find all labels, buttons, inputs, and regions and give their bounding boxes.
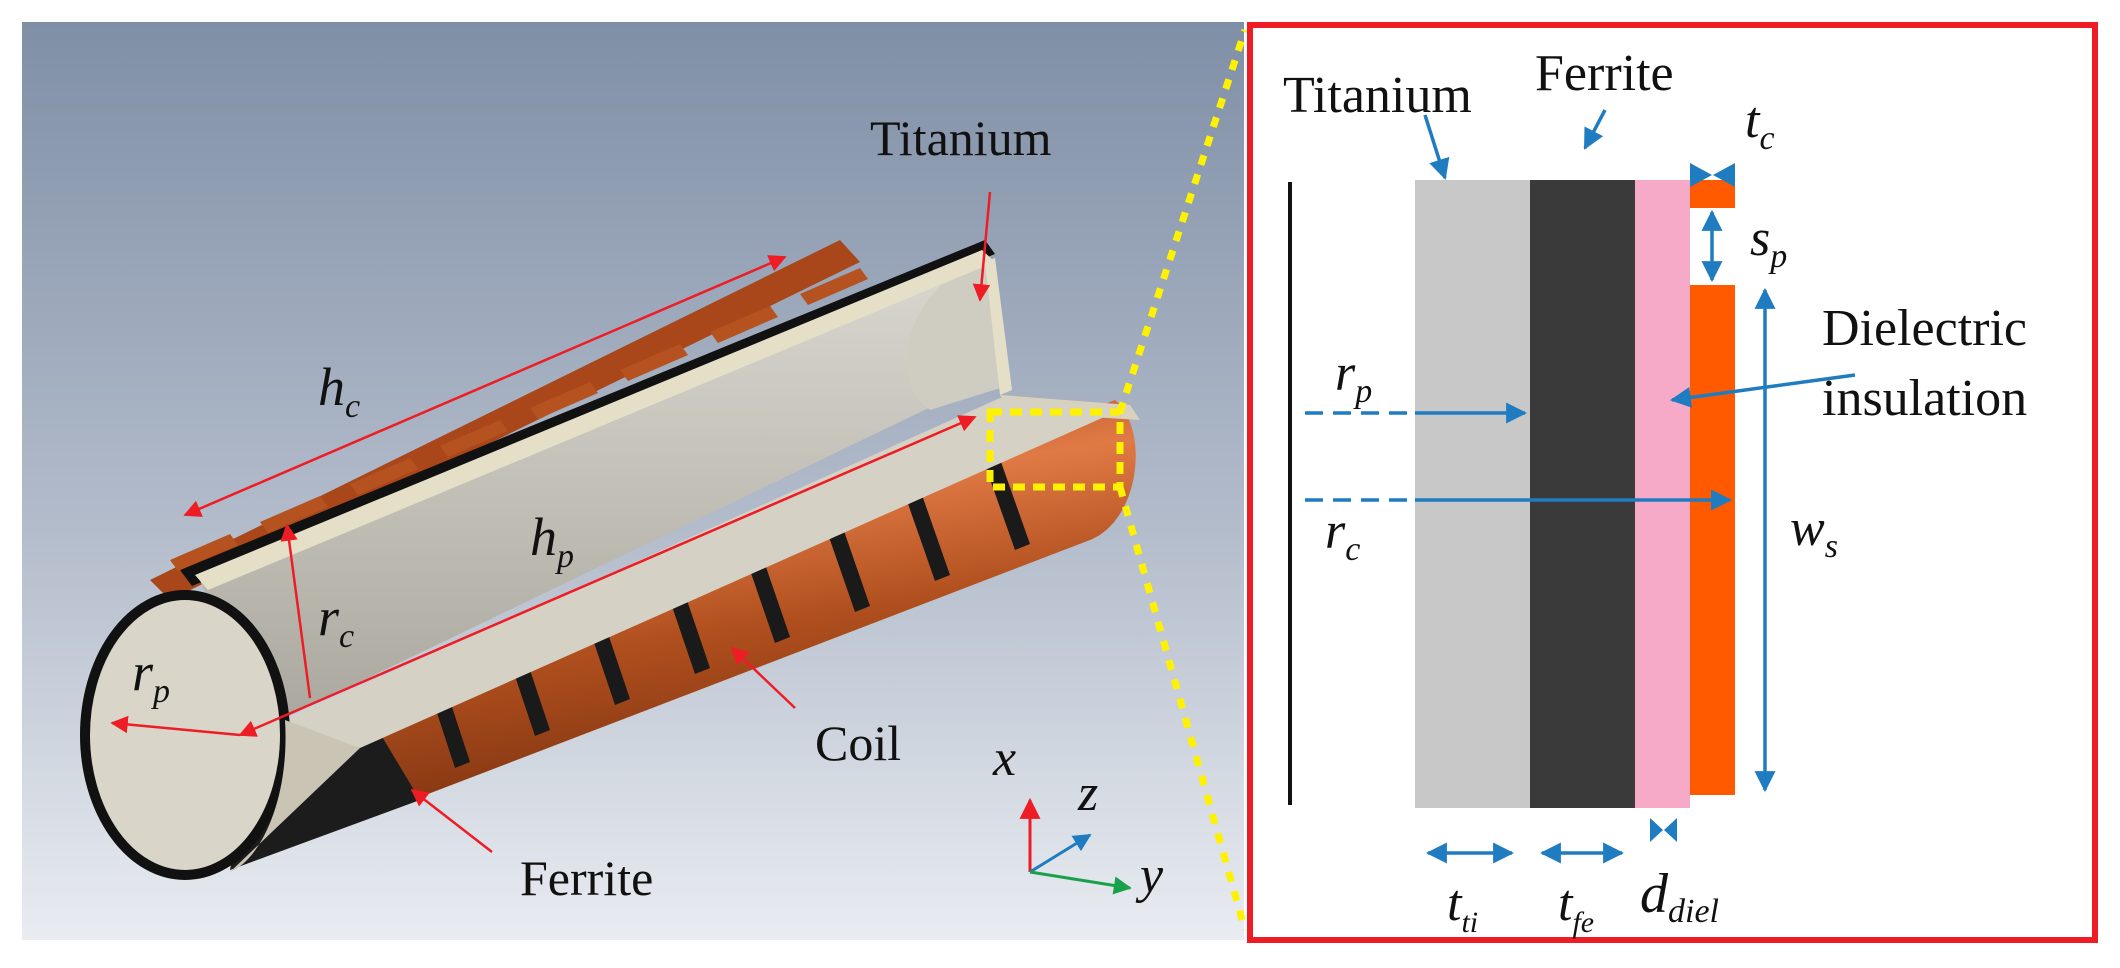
titanium-pointer: [972, 191, 992, 302]
dim-hc: hc: [318, 357, 360, 425]
layer-ferrite: [1530, 180, 1635, 808]
tc-marker: [1690, 163, 1735, 187]
left-panel: Titanium Coil Ferrite hc hp rc rp x z y: [22, 22, 1244, 940]
coil-pointer: [730, 646, 796, 709]
label-dielectric-2: insulation: [1822, 370, 2027, 427]
ferrite-pointer: [410, 788, 493, 853]
right-panel: Titanium Ferrite Dielectric insulation r…: [1247, 22, 2098, 943]
label-ferrite-left: Ferrite: [520, 850, 653, 906]
layer-titanium: [1415, 180, 1530, 808]
radius-arrows: [1305, 402, 1733, 511]
rp-arrow: [110, 715, 241, 737]
dim-rc: rc: [318, 587, 354, 655]
axis-z-label: z: [1077, 765, 1098, 822]
axis-y-label: y: [1135, 847, 1164, 904]
axis-z-line: [1029, 833, 1092, 874]
coil-turn-main: [1690, 285, 1735, 795]
label-titanium-right: Titanium: [1283, 67, 1472, 124]
titanium-pointer-right: [1423, 114, 1450, 181]
dim-rp-right: rp: [1335, 345, 1372, 410]
label-ferrite-right: Ferrite: [1535, 45, 1674, 102]
label-coil: Coil: [815, 715, 901, 771]
label-dielectric-1: Dielectric: [1822, 300, 2027, 357]
zoom-highlight-box: [986, 408, 1124, 491]
dim-tfe: tfe: [1558, 875, 1594, 939]
titanium-rim-right: [985, 258, 1012, 395]
hp-arrow: [238, 415, 977, 737]
dim-ddiel: ddiel: [1640, 863, 1719, 930]
dim-rp: rp: [132, 642, 170, 710]
axis-triad: [1019, 797, 1132, 895]
zoom-connectors: [1116, 28, 1249, 931]
left-dimension-arrows: [110, 191, 992, 853]
front-end-cap: [80, 590, 290, 880]
coil-turn-top: [1690, 180, 1735, 208]
axis-y-line: [1029, 870, 1132, 895]
axis-x-label: x: [992, 730, 1016, 787]
ferrite-pointer-right: [1583, 109, 1607, 150]
dim-rc-right: rc: [1325, 503, 1360, 568]
dim-hp: hp: [530, 507, 574, 575]
dim-sp: sp: [1750, 210, 1787, 275]
front-cap-shadow: [230, 720, 360, 872]
layer-dielectric: [1635, 180, 1690, 808]
rc-arrow: [280, 523, 312, 699]
dim-tti: tti: [1447, 875, 1478, 939]
dim-tc: tc: [1745, 92, 1775, 157]
label-titanium-left: Titanium: [870, 110, 1052, 166]
dim-ws: ws: [1790, 500, 1838, 565]
ddiel-marker: [1650, 818, 1677, 842]
